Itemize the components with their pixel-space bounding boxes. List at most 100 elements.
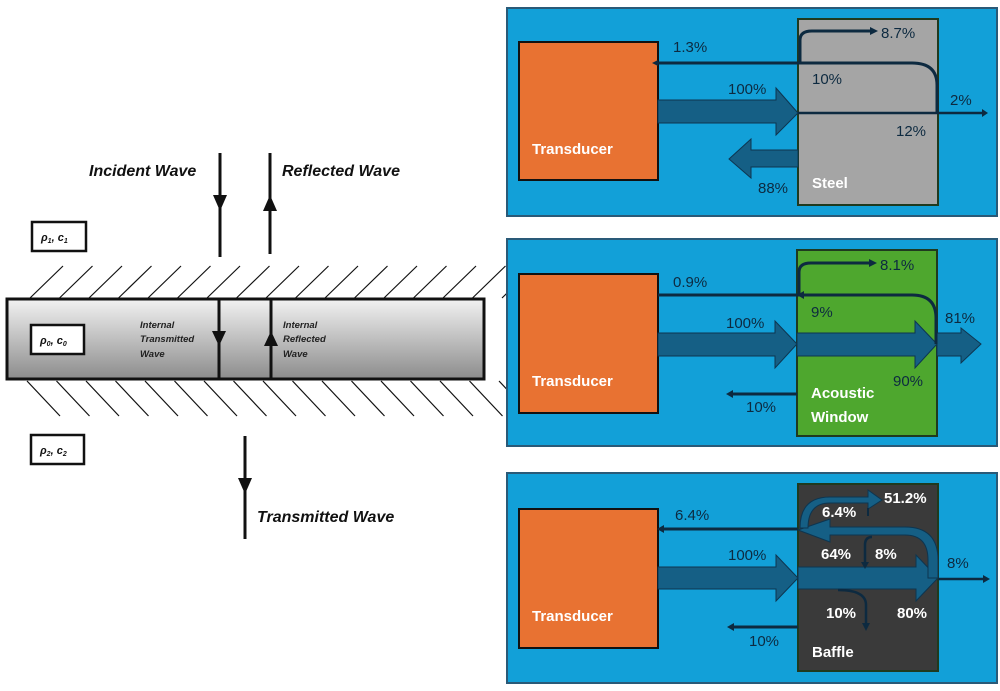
incident-wave-arrow — [213, 153, 227, 257]
internal-reflection-band — [796, 518, 939, 579]
hatch-line — [59, 265, 93, 299]
label-transmitted-out: 81% — [945, 310, 975, 327]
transmitted-wave-label: Transmitted Wave — [257, 509, 394, 526]
internal-reflected-label-1: Internal — [283, 320, 318, 331]
transmitted-wave-arrow — [238, 436, 252, 539]
transmitted-out-arrow — [936, 326, 982, 365]
label-internal-reflect-top: 8.1% — [880, 257, 914, 274]
hatch-line — [118, 265, 152, 299]
label-back-to-transducer: 0.9% — [673, 274, 707, 291]
reflected-arrowhead — [726, 390, 733, 398]
transducer-label: Transducer — [532, 141, 613, 158]
hatch-line — [236, 265, 270, 299]
top-boundary-hatch — [29, 265, 536, 299]
hatch-line — [174, 380, 208, 417]
label-reflected-front: 10% — [749, 633, 779, 650]
back-to-transducer-arrowhead — [652, 60, 658, 66]
top-arrowhead — [869, 259, 877, 267]
label-incident: 100% — [728, 547, 766, 564]
hatch-line — [413, 265, 447, 299]
label-transmitted-out: 2% — [950, 92, 972, 109]
label-transmitted-inside: 12% — [896, 123, 926, 140]
internal-reflection-top-path — [798, 29, 870, 63]
incident-arrow — [657, 319, 798, 370]
label-absorbed-down: 10% — [826, 605, 856, 622]
hatch-line — [383, 265, 418, 299]
reflected-arrowhead — [727, 623, 734, 631]
hatch-line — [177, 265, 211, 299]
label-incident: 100% — [728, 81, 766, 98]
hatch-line — [354, 265, 388, 299]
reflected-arrow — [728, 137, 799, 180]
label-internal-reflect-down: 8% — [875, 546, 897, 563]
internal-transmitted-label-2: Transmitted — [140, 334, 194, 345]
label-reflected-front: 10% — [746, 399, 776, 416]
hatch-line — [56, 380, 90, 417]
absorbed-down-arrow — [837, 588, 868, 627]
internal-reflection-top-path — [797, 261, 869, 295]
hatch-line — [203, 380, 238, 417]
internal-reflection-top-band — [799, 489, 883, 529]
label-transmitted-inside: 80% — [897, 605, 927, 622]
label-internal-reflect-top: 51.2% — [884, 490, 927, 507]
transmitted-out-arrowhead — [983, 575, 990, 583]
layered-medium-diagram: Incident Wave Reflected Wave Internal Tr… — [5, 153, 536, 539]
absorbed-arrowhead — [862, 623, 870, 631]
middle-layer-slab — [5, 297, 486, 381]
incident-arrow — [657, 553, 799, 603]
label-back-to-transducer: 6.4% — [675, 507, 709, 524]
label-internal-reflect-top-down: 6.4% — [822, 504, 856, 521]
material-label: Steel — [812, 175, 848, 192]
hatch-line — [324, 265, 359, 299]
hatch-line — [351, 380, 385, 417]
hatch-line — [233, 380, 267, 417]
hatch-line — [206, 265, 241, 299]
label-transmitted-out: 8% — [947, 555, 969, 572]
internal-transmitted-wave-arrow — [212, 299, 226, 379]
internal-transmitted-label-1: Internal — [140, 320, 175, 331]
svg-text:ρ2, c2: ρ2, c2 — [39, 445, 67, 458]
hatch-line — [469, 380, 503, 417]
svg-text:ρ1, c1: ρ1, c1 — [40, 232, 68, 245]
hatch-line — [262, 380, 297, 417]
hatch-line — [26, 380, 61, 417]
medium-0-c: c — [57, 335, 63, 347]
hatch-line — [144, 380, 179, 417]
internal-transmitted-label-3: Wave — [140, 349, 165, 360]
hatch-line — [442, 265, 477, 299]
medium-0-rho: ρ — [39, 335, 47, 347]
internal-transmitted-arrow — [797, 553, 939, 603]
label-back-to-transducer: 1.3% — [673, 39, 707, 56]
bottom-boundary-hatch — [26, 380, 533, 417]
hatch-line — [410, 380, 444, 417]
hatch-line — [472, 265, 506, 299]
down-arrowhead — [861, 562, 869, 569]
reflected-wave-arrow — [263, 153, 277, 254]
material-label-1: Acoustic — [811, 385, 874, 402]
internal-transmitted-arrow — [796, 319, 938, 370]
transmitted-out-arrowhead — [982, 109, 988, 117]
internal-reflected-label-3: Wave — [283, 349, 308, 360]
reflected-wave-label: Reflected Wave — [282, 163, 400, 180]
transducer-block — [518, 508, 659, 649]
hatch-line — [147, 265, 182, 299]
label-incident: 100% — [726, 315, 764, 332]
internal-reflection-path — [658, 293, 938, 344]
medium-0-box: ρ0, c0 — [29, 323, 86, 356]
hatch-line — [295, 265, 329, 299]
incident-arrow — [657, 86, 799, 137]
medium-2-box: ρ2, c2 — [29, 433, 86, 466]
hatch-line — [115, 380, 149, 417]
internal-reflected-wave-arrow — [264, 299, 278, 379]
label-internal-reflect: 64% — [821, 546, 851, 563]
hatch-line — [29, 265, 64, 299]
material-label: Baffle — [812, 644, 854, 661]
hatch-line — [439, 380, 474, 417]
top-arrowhead — [870, 27, 878, 35]
label-internal-reflect-top: 8.7% — [881, 25, 915, 42]
transducer-label: Transducer — [532, 608, 613, 625]
internal-reflected-label-2: Reflected — [283, 334, 326, 345]
transducer-label: Transducer — [532, 373, 613, 390]
hatch-line — [380, 380, 415, 417]
hatch-line — [265, 265, 300, 299]
